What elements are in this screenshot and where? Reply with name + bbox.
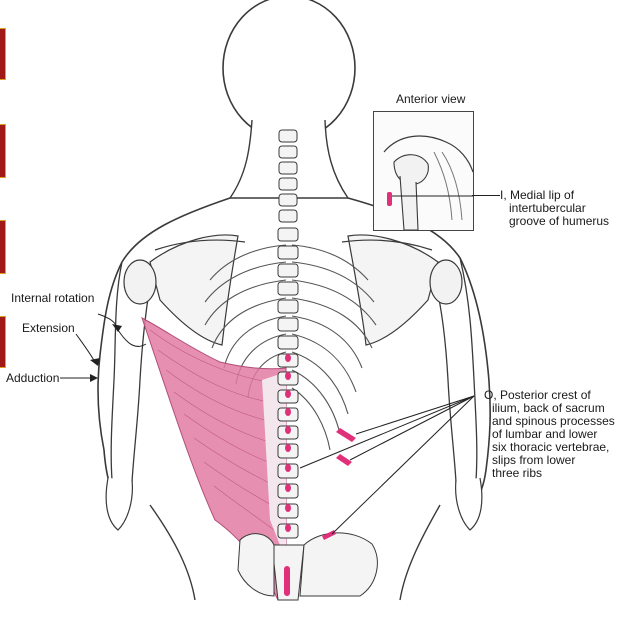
left-hand <box>105 477 133 531</box>
side-tab[interactable] <box>0 220 6 274</box>
origin-line: O, Posterior crest of <box>484 388 591 402</box>
right-humerus-head <box>429 259 463 305</box>
anterior-view-inset <box>373 111 474 231</box>
origin-line: three ribs <box>492 466 543 480</box>
anterior-view-label: Anterior view <box>396 92 466 106</box>
right-scapula <box>347 234 439 346</box>
internal-rotation-label: Internal rotation <box>11 291 95 305</box>
arrow-heads <box>90 324 122 382</box>
adduction-label: Adduction <box>6 371 60 385</box>
side-tab[interactable] <box>0 28 6 80</box>
insertion-line: I, Medial lip of <box>500 188 575 202</box>
left-ilium <box>237 533 275 597</box>
left-torso-outline <box>97 197 231 501</box>
right-ilium <box>299 532 378 597</box>
insertion-leader-line <box>472 195 500 196</box>
left-scapula <box>149 234 239 346</box>
origin-marks <box>284 354 356 596</box>
left-clavicle <box>154 239 246 251</box>
insertion-line: groove of humerus <box>509 214 610 228</box>
insertion-label: I, Medial lip of intertubercular groove … <box>500 189 609 228</box>
origin-leader-lines <box>299 395 475 535</box>
origin-line: slips from lower <box>492 453 576 467</box>
left-humerus-head <box>123 259 157 305</box>
origin-line: of lumbar and lower <box>492 427 598 441</box>
inset-illustration <box>383 135 474 231</box>
origin-label: O, Posterior crest of ilium, back of sac… <box>484 389 615 480</box>
side-tab[interactable] <box>0 124 6 178</box>
right-hip-outline <box>399 504 441 601</box>
left-hip-outline <box>149 504 196 601</box>
origin-line: ilium, back of sacrum <box>492 401 605 415</box>
origin-line: six thoracic vertebrae, <box>492 440 610 454</box>
right-clavicle <box>341 239 433 251</box>
side-tab[interactable] <box>0 316 6 368</box>
insertion-line: intertubercular <box>509 201 586 215</box>
right-hand <box>455 477 483 531</box>
extension-label: Extension <box>22 321 75 335</box>
origin-line: and spinous processes <box>492 414 615 428</box>
head <box>222 0 356 141</box>
